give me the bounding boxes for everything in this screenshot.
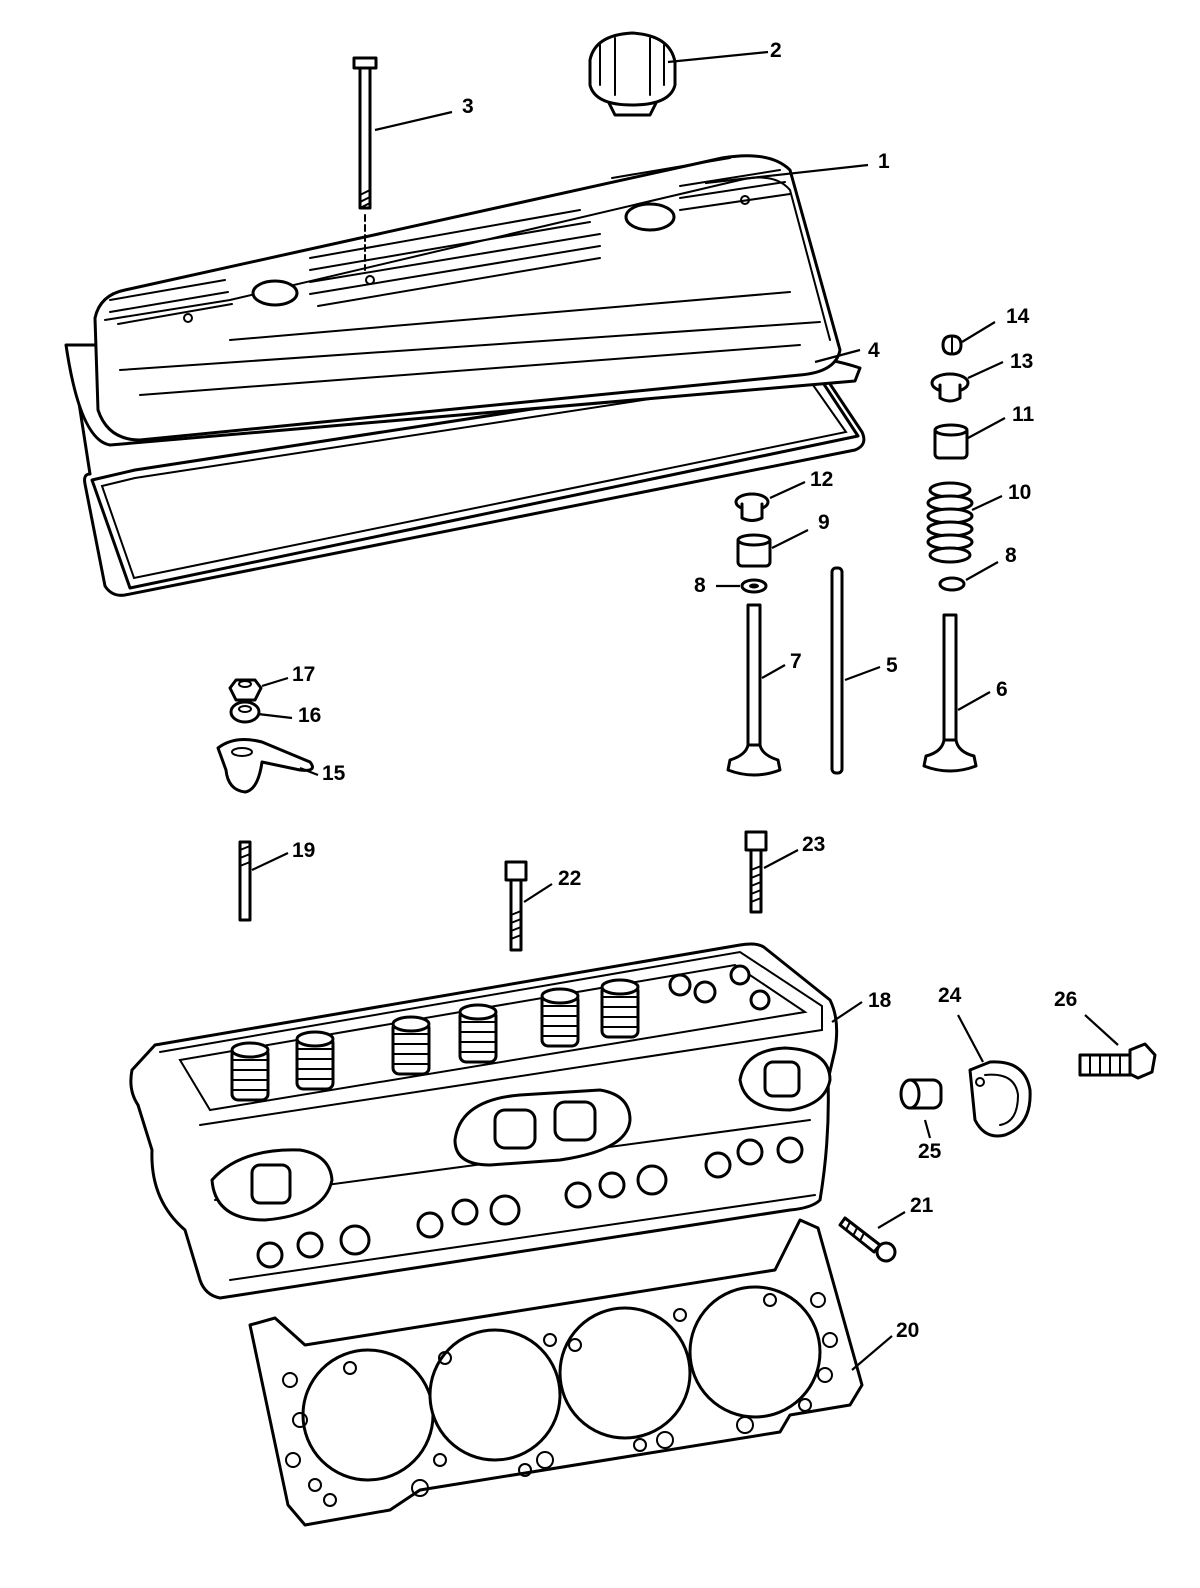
intake-valve: [726, 603, 782, 777]
oil-filler-cap: [588, 31, 677, 117]
clamp-bolt: [1078, 1042, 1157, 1080]
valve-spring: [926, 481, 974, 564]
valve-keys: [941, 334, 963, 356]
callout-labels: 1 2 3 4 5 6 7 8 8 9 10 11 12 13 14 15 16…: [292, 39, 1077, 1342]
callout-6: 6: [996, 678, 1008, 701]
callout-25: 25: [918, 1140, 942, 1163]
callout-3: 3: [462, 95, 474, 118]
head-spring-1: [230, 1041, 270, 1102]
pushrod: [830, 566, 844, 775]
leader-25: [923, 1119, 932, 1139]
leader-24: [957, 1014, 984, 1063]
callout-22: 22: [558, 867, 581, 890]
head-spring-3: [391, 1015, 431, 1076]
rocker-cover-bolt: [352, 56, 378, 271]
callout-14: 14: [1006, 305, 1030, 328]
leader-15: [299, 766, 319, 777]
callout-8-exhaust: 8: [1005, 544, 1017, 567]
cylinder-head: [129, 942, 839, 1300]
cylinder-head-bolt-short: [504, 860, 528, 952]
callout-4: 4: [868, 339, 880, 362]
callout-18: 18: [868, 989, 892, 1012]
valve-cap-intake: [734, 492, 770, 522]
cylinder-head-bolt-long: [744, 830, 768, 914]
callout-2: 2: [770, 39, 782, 62]
rocker-arm-nut: [228, 678, 263, 702]
leader-26: [1084, 1014, 1119, 1046]
leader-21: [877, 1211, 906, 1229]
valve-rotator-cap: [930, 372, 970, 403]
head-spring-6: [600, 978, 640, 1039]
gasket-holes: [282, 1292, 838, 1507]
leader-7: [761, 664, 786, 679]
leader-22: [523, 883, 553, 903]
callout-15: 15: [322, 762, 346, 785]
valve-rocker-cover: [64, 154, 862, 447]
leader-2: [667, 50, 769, 64]
leader-6: [957, 691, 991, 711]
callout-5: 5: [886, 654, 898, 677]
callout-17: 17: [292, 663, 315, 686]
callout-16: 16: [298, 704, 321, 727]
head-ports: [210, 1046, 832, 1222]
callout-1: 1: [878, 150, 890, 173]
leader-11: [967, 417, 1006, 439]
leader-23: [763, 849, 799, 869]
callout-19: 19: [292, 839, 315, 862]
leader-14: [961, 321, 996, 343]
cylinder-head-gasket: [248, 1218, 864, 1527]
leader-16: [257, 712, 293, 720]
exhaust-valve: [922, 613, 978, 773]
leader-1: [704, 163, 869, 185]
leader-3: [374, 110, 453, 132]
rocker-arm-stud: [238, 840, 252, 922]
callout-21: 21: [910, 1194, 934, 1217]
head-bolt-bosses: [256, 964, 804, 1269]
callout-11: 11: [1012, 403, 1035, 426]
callout-7: 7: [790, 650, 802, 673]
valve-seal-exhaust: [933, 423, 969, 460]
callout-20: 20: [896, 1319, 919, 1342]
callout-13: 13: [1010, 350, 1033, 373]
leader-4: [814, 348, 861, 364]
callout-12: 12: [810, 468, 833, 491]
callout-23: 23: [802, 833, 825, 856]
rocker-arm: [216, 738, 314, 794]
head-spring-2: [295, 1030, 335, 1091]
leader-13: [967, 360, 1004, 380]
valve-spring-assemblies: [230, 978, 640, 1102]
valve-seal-intake: [736, 533, 772, 568]
clamp: [968, 1060, 1032, 1138]
head-spring-5: [540, 987, 580, 1048]
valve-spring-washer-exhaust: [938, 576, 966, 592]
rocker-arm-ball: [229, 700, 261, 724]
spacer: [899, 1078, 943, 1110]
leader-20: [851, 1335, 893, 1371]
callout-9: 9: [818, 511, 830, 534]
callout-8-intake: 8: [694, 574, 706, 597]
head-spring-4: [458, 1003, 498, 1064]
leader-19: [251, 852, 289, 871]
leader-8b: [965, 561, 999, 581]
leader-9: [771, 529, 809, 549]
leader-12: [769, 480, 806, 500]
bolt-21: [838, 1216, 897, 1263]
leader-18: [831, 1001, 863, 1023]
cover-fins: [109, 157, 791, 341]
leader-17: [261, 676, 289, 688]
valve-spring-washer-intake: [740, 578, 768, 594]
callout-26: 26: [1054, 988, 1077, 1011]
callout-10: 10: [1008, 481, 1031, 504]
leader-10: [971, 495, 1003, 511]
leader-lines: [251, 50, 1119, 1371]
callout-24: 24: [938, 984, 962, 1007]
leader-5: [844, 665, 881, 682]
